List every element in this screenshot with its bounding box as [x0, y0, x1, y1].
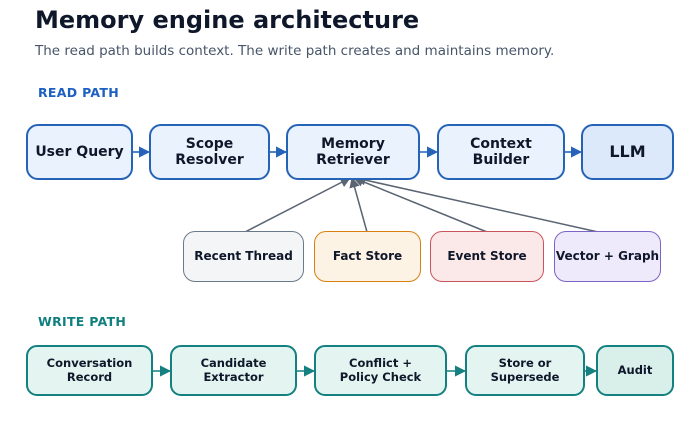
- node-candidate-extractor: Candidate Extractor: [170, 345, 297, 396]
- write-path-label: WRITE PATH: [38, 314, 127, 329]
- node-conversation-record: Conversation Record: [26, 345, 153, 396]
- read-path-label: READ PATH: [38, 85, 119, 100]
- arrow-thread-to-retriever: [244, 177, 351, 233]
- node-user-query: User Query: [26, 124, 133, 180]
- diagram-title: Memory engine architecture: [35, 6, 420, 34]
- diagram-subtitle: The read path builds context. The write …: [35, 43, 555, 59]
- source-vector-graph: Vector + Graph: [554, 231, 661, 282]
- source-fact-store: Fact Store: [314, 231, 421, 282]
- node-conflict-policy-check: Conflict + Policy Check: [314, 345, 447, 396]
- source-recent-thread: Recent Thread: [183, 231, 304, 282]
- node-memory-retriever: Memory Retriever: [286, 124, 420, 180]
- node-scope-resolver: Scope Resolver: [149, 124, 270, 180]
- node-llm: LLM: [581, 124, 674, 180]
- node-store-or-supersede: Store or Supersede: [465, 345, 585, 396]
- node-context-builder: Context Builder: [437, 124, 565, 180]
- source-event-store: Event Store: [430, 231, 544, 282]
- node-audit: Audit: [596, 345, 674, 396]
- arrow-fact-to-retriever: [349, 176, 368, 233]
- arrow-vector-to-retriever: [354, 174, 608, 235]
- arrow-event-to-retriever: [353, 176, 488, 233]
